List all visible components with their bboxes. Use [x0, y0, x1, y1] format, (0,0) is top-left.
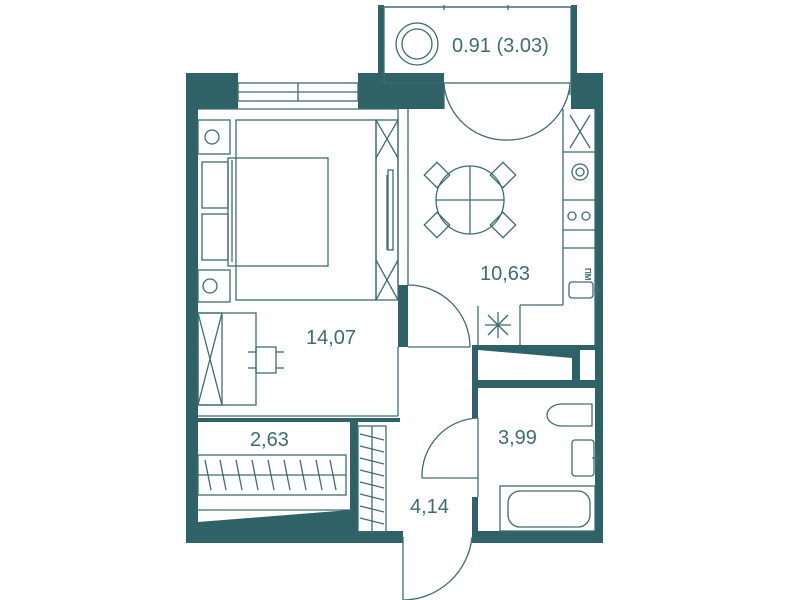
- door-swing-icon: [407, 284, 471, 348]
- room-area-closet: 2,63: [250, 429, 289, 451]
- closet-shelf-wedge: [198, 510, 350, 531]
- balcony-table-icon: [395, 22, 439, 66]
- fridge-icon: [569, 114, 591, 149]
- dishwasher-icon: [477, 306, 511, 345]
- desk-icon: [197, 312, 257, 406]
- bedroom-window: [237, 82, 359, 102]
- bed-icon: [227, 119, 377, 301]
- sink-icon: [568, 281, 600, 299]
- kitchen-counter: [519, 109, 595, 345]
- room-area-balcony: 0.91 (3.03): [452, 35, 549, 57]
- door-swing-icon: [402, 536, 473, 600]
- plan-lines: [197, 5, 600, 600]
- washbasin-icon: [571, 439, 600, 477]
- wall-kitchen-bath: [472, 345, 478, 385]
- kitchen-bottom-wedge: [478, 350, 572, 358]
- door-swing-icon: [421, 417, 479, 479]
- wall-bottom-left: [186, 531, 403, 543]
- nightstand-icon: [197, 119, 231, 303]
- wall-bath-left-lower: [472, 497, 478, 537]
- wall-bath-left: [472, 388, 478, 418]
- pillow-icon: [201, 161, 229, 261]
- wall-bottom-right: [472, 531, 603, 543]
- room-area-kitchen: 10,63: [480, 263, 530, 285]
- appliance-label-pm: ПМ: [583, 268, 592, 281]
- wall-left: [186, 73, 198, 543]
- stove-icon: [571, 163, 589, 181]
- hall-wardrobe-icon: [357, 425, 387, 533]
- wall-top-mid: [358, 73, 444, 109]
- walls: [186, 5, 603, 543]
- wall-bedroom-kitchen: [398, 285, 408, 347]
- room-area-bedroom: 14,07: [306, 327, 356, 349]
- room-labels: 0.91 (3.03) 10,63 14,07 2,63 4,14 3,99 П…: [250, 35, 592, 518]
- door-swing-icon: [443, 83, 571, 141]
- toilet-icon: [546, 403, 593, 427]
- bathtub-icon: [499, 485, 596, 532]
- room-area-bathroom: 3,99: [498, 427, 537, 449]
- wall-closet-top: [195, 418, 400, 422]
- dining-chair-icon: [423, 161, 517, 239]
- wall-closet-hall: [350, 418, 358, 536]
- chair-icon: [248, 346, 284, 374]
- wall-top-left: [186, 73, 238, 109]
- wardrobe-icon: [375, 119, 399, 301]
- closet-wardrobe-icon: [197, 454, 347, 496]
- wall-balcony-left: [378, 5, 384, 83]
- round-table-icon: [435, 165, 505, 235]
- wall-bath-top: [472, 380, 602, 388]
- wall-right: [595, 73, 603, 543]
- wall-balcony-right: [571, 5, 577, 83]
- wall-kitchen-right-bar: [572, 345, 580, 383]
- room-area-hallway: 4,14: [410, 496, 449, 518]
- hob-icon: [567, 211, 591, 221]
- wall-kitchen-bottom: [472, 345, 602, 350]
